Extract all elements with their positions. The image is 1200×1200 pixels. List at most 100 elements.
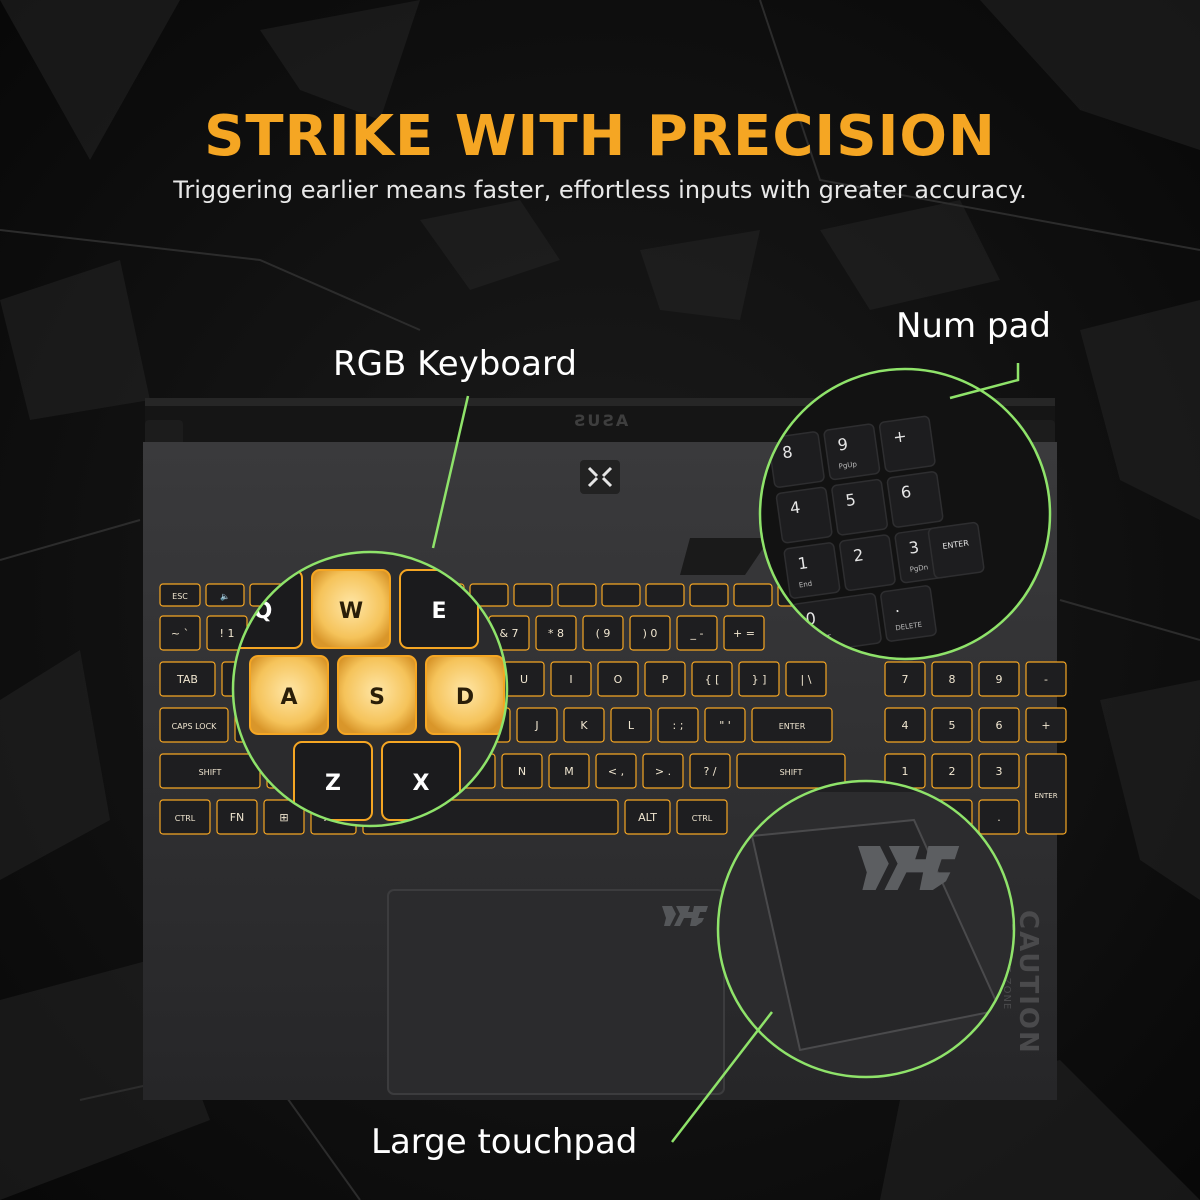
camera-x-mark xyxy=(580,460,620,494)
fn-key[interactable] xyxy=(557,583,597,607)
key-label: " ' xyxy=(719,719,731,732)
keyboard-key[interactable]: + = xyxy=(723,615,765,651)
deck-vent xyxy=(680,538,770,575)
zoom-numpad-key: 4 xyxy=(775,486,833,544)
key-label: ? / xyxy=(703,765,716,778)
keyboard-key[interactable]: N xyxy=(501,753,543,789)
svg-text:3: 3 xyxy=(907,537,920,557)
keyboard-key[interactable]: ENTER xyxy=(751,707,833,743)
numpad-key[interactable]: ENTER xyxy=(1025,753,1067,835)
keyboard-key[interactable]: { [ xyxy=(691,661,733,697)
svg-text:X: X xyxy=(413,771,430,796)
key-label: ⊞ xyxy=(279,811,288,824)
keyboard-key[interactable]: } ] xyxy=(738,661,780,697)
zoom-key-W: W xyxy=(311,569,391,649)
keyboard-key[interactable]: : ; xyxy=(657,707,699,743)
key-label: 5 xyxy=(949,719,956,732)
fn-key[interactable] xyxy=(513,583,553,607)
key-label: ! 1 xyxy=(220,627,235,640)
keyboard-key[interactable]: ( 9 xyxy=(582,615,624,651)
touchpad[interactable] xyxy=(387,889,725,1095)
fn-key[interactable] xyxy=(733,583,773,607)
touchpad-zoom: CAUTION xyxy=(716,779,1016,1079)
fn-key[interactable] xyxy=(645,583,685,607)
key-label: ENTER xyxy=(779,722,806,731)
keyboard-key[interactable]: TAB xyxy=(159,661,216,697)
keyboard-key[interactable]: L xyxy=(610,707,652,743)
headline: STRIKE WITH PRECISION xyxy=(204,104,996,169)
svg-text:6: 6 xyxy=(900,482,913,502)
numpad-key[interactable]: . xyxy=(978,799,1020,835)
key-label: J xyxy=(534,719,538,732)
key-label: ESC xyxy=(172,592,188,601)
fn-key[interactable]: 🔈 xyxy=(205,583,245,607)
keyboard-key[interactable]: M xyxy=(548,753,590,789)
keyboard-key[interactable]: CTRL xyxy=(676,799,728,835)
key-label: ~ ` xyxy=(171,627,189,640)
numpad-key[interactable]: 4 xyxy=(884,707,926,743)
keyboard-key[interactable]: U xyxy=(503,661,545,697)
zoom-numpad-key: ENTER xyxy=(927,521,985,579)
keyboard-key[interactable]: SHIFT xyxy=(159,753,261,789)
keyboard-key[interactable]: SHIFT xyxy=(736,753,846,789)
keyboard-key[interactable]: * 8 xyxy=(535,615,577,651)
keyboard-key[interactable]: FN xyxy=(216,799,258,835)
keyboard-key[interactable]: CTRL xyxy=(159,799,211,835)
svg-text:DELETE: DELETE xyxy=(895,621,923,633)
numpad-key[interactable]: - xyxy=(1025,661,1067,697)
key-label: L xyxy=(628,719,635,732)
keyboard-key[interactable]: > . xyxy=(642,753,684,789)
numpad-key[interactable]: 3 xyxy=(978,753,1020,789)
svg-text:8: 8 xyxy=(781,442,794,462)
keyboard-key[interactable]: CAPS LOCK xyxy=(159,707,229,743)
key-label: 2 xyxy=(949,765,956,778)
num-pad-label: Num pad xyxy=(896,306,1051,346)
keyboard-key[interactable]: K xyxy=(563,707,605,743)
key-label: SHIFT xyxy=(780,768,803,777)
keyboard-key[interactable]: ? / xyxy=(689,753,731,789)
key-label: 4 xyxy=(902,719,909,732)
key-label: * 8 xyxy=(548,627,564,640)
keyboard-key[interactable]: ~ ` xyxy=(159,615,201,651)
key-label: + xyxy=(1041,719,1050,732)
numpad-key[interactable]: 2 xyxy=(931,753,973,789)
numpad-key[interactable]: 7 xyxy=(884,661,926,697)
zoom-key-D: D xyxy=(425,655,505,735)
numpad-key[interactable]: 6 xyxy=(978,707,1020,743)
key-label: { [ xyxy=(705,673,720,686)
numpad-key[interactable]: 5 xyxy=(931,707,973,743)
keyboard-key[interactable]: _ - xyxy=(676,615,718,651)
fn-key[interactable]: ESC xyxy=(159,583,201,607)
rgb-keyboard-label: RGB Keyboard xyxy=(333,344,577,384)
keyboard-key[interactable]: P xyxy=(644,661,686,697)
numpad-key[interactable]: 9 xyxy=(978,661,1020,697)
keyboard-key[interactable]: | \ xyxy=(785,661,827,697)
zoom-numpad-key: .DELETE xyxy=(880,585,937,642)
key-label: ALT xyxy=(638,811,657,824)
keyboard-key[interactable]: ) 0 xyxy=(629,615,671,651)
keyboard-key[interactable]: I xyxy=(550,661,592,697)
fn-key[interactable] xyxy=(689,583,729,607)
fn-key[interactable] xyxy=(601,583,641,607)
numpad-key[interactable]: 8 xyxy=(931,661,973,697)
key-label: & 7 xyxy=(499,627,518,640)
key-label: K xyxy=(580,719,588,732)
key-label: 1 xyxy=(902,765,909,778)
key-label: : ; xyxy=(673,719,684,732)
subheadline: Triggering earlier means faster, effortl… xyxy=(173,176,1027,204)
keyboard-key[interactable]: J xyxy=(516,707,558,743)
keyboard-key[interactable]: ⊞ xyxy=(263,799,305,835)
keyboard-key[interactable]: O xyxy=(597,661,639,697)
zoom-key-S: S xyxy=(337,655,417,735)
keyboard-key[interactable]: ALT xyxy=(624,799,671,835)
numpad-key[interactable]: + xyxy=(1025,707,1067,743)
key-label: 7 xyxy=(902,673,909,686)
keyboard-key[interactable]: < , xyxy=(595,753,637,789)
key-label: CTRL xyxy=(175,814,196,823)
key-label: 3 xyxy=(996,765,1003,778)
keyboard-key[interactable]: " ' xyxy=(704,707,746,743)
